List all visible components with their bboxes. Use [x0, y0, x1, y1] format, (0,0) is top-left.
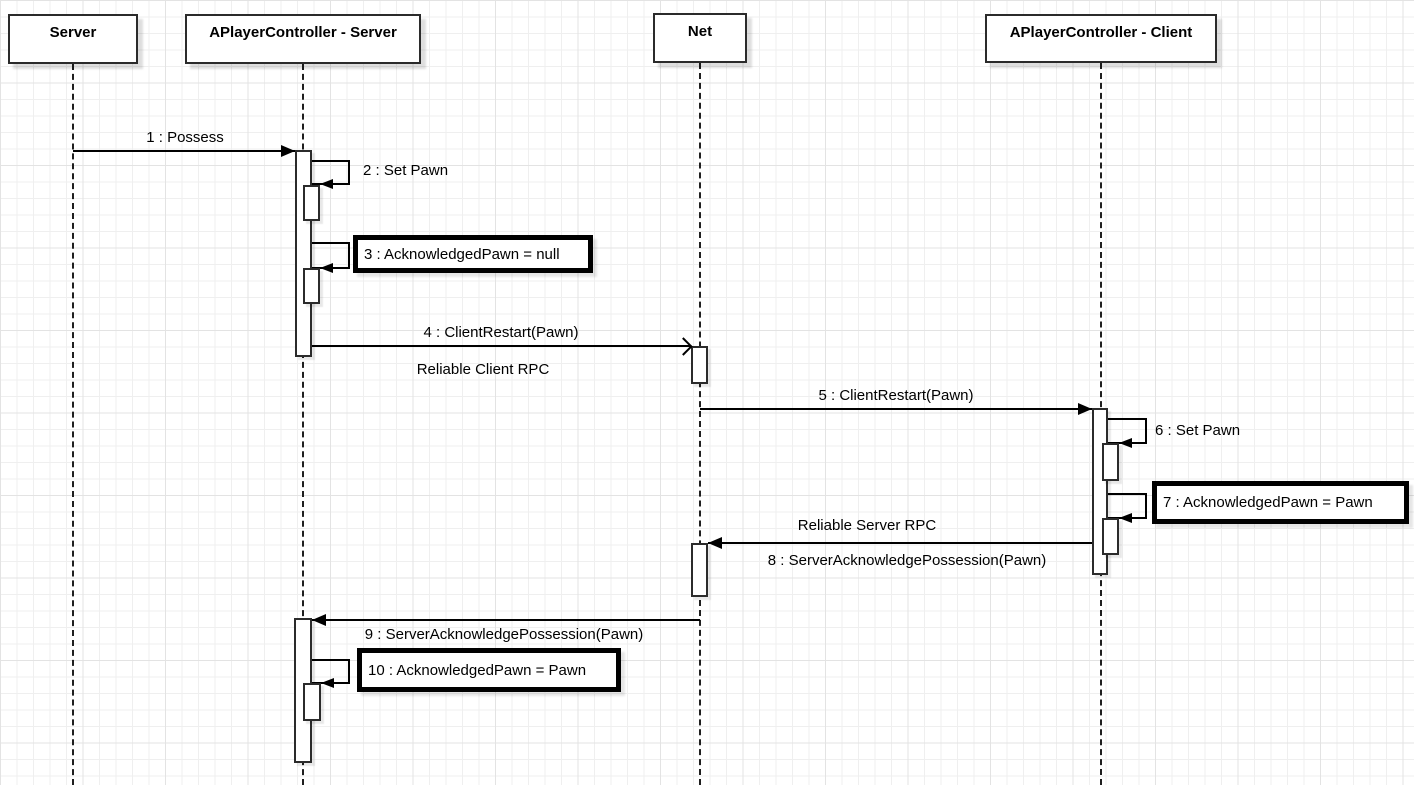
activation-apc-server-nested-1 — [303, 185, 320, 221]
activation-apc-server-2-nested — [303, 683, 321, 721]
message-2-label: 2 : Set Pawn — [363, 162, 449, 179]
activation-apc-server-nested-2 — [303, 268, 320, 304]
self-message-6-arrowhead-icon — [1119, 438, 1132, 448]
activation-apc-client-nested-1 — [1102, 443, 1119, 481]
lifeline-head-net: Net — [653, 13, 747, 63]
self-message-2-arrowhead-icon — [320, 179, 333, 189]
message-4-line — [312, 345, 691, 347]
lifeline-head-server: Server — [8, 14, 138, 64]
message-9-filled-arrowhead-icon — [312, 614, 326, 626]
message-8-label: 8 : ServerAcknowledgePossession(Pawn) — [767, 552, 1047, 569]
message-5-label: 5 : ClientRestart(Pawn) — [818, 387, 974, 404]
message-10-label: 10 : AcknowledgedPawn = Pawn — [368, 661, 587, 679]
lifeline-net — [699, 63, 701, 785]
message-8-note: Reliable Server RPC — [797, 517, 937, 534]
lifeline-head-net-label: Net — [687, 23, 713, 40]
message-9-line — [312, 619, 700, 621]
message-5-filled-arrowhead-icon — [1078, 403, 1092, 415]
message-1-filled-arrowhead-icon — [281, 145, 295, 157]
lifeline-server — [72, 64, 74, 785]
message-9-label: 9 : ServerAcknowledgePossession(Pawn) — [364, 626, 644, 643]
message-1-line — [73, 150, 295, 152]
lifeline-head-apc-client: APlayerController - Client — [985, 14, 1217, 63]
lifeline-head-apc-server: APlayerController - Server — [185, 14, 421, 64]
activation-net-2 — [691, 543, 708, 597]
self-message-3-arrowhead-icon — [320, 263, 333, 273]
state-box-3: 3 : AcknowledgedPawn = null — [353, 235, 593, 273]
message-4-open-arrowhead-icon — [674, 337, 693, 356]
lifeline-apc-server — [302, 64, 304, 785]
lifeline-head-apc-client-label: APlayerController - Client — [1009, 24, 1193, 41]
activation-apc-server-main — [295, 150, 312, 357]
self-message-10-arrowhead-icon — [321, 678, 334, 688]
message-1-label: 1 : Possess — [146, 129, 224, 146]
message-8-filled-arrowhead-icon — [708, 537, 722, 549]
message-6-label: 6 : Set Pawn — [1155, 422, 1241, 439]
message-3-label: 3 : AcknowledgedPawn = null — [364, 245, 560, 263]
state-box-10: 10 : AcknowledgedPawn = Pawn — [357, 648, 621, 692]
message-7-label: 7 : AcknowledgedPawn = Pawn — [1163, 494, 1373, 511]
activation-apc-client-nested-2 — [1102, 518, 1119, 555]
message-4-label: 4 : ClientRestart(Pawn) — [423, 324, 579, 341]
lifeline-head-apc-server-label: APlayerController - Server — [209, 24, 397, 41]
message-4-note: Reliable Client RPC — [416, 361, 550, 378]
state-box-7: 7 : AcknowledgedPawn = Pawn — [1152, 481, 1409, 524]
message-8-line — [708, 542, 1092, 544]
lifeline-head-server-label: Server — [49, 24, 97, 41]
message-5-line — [700, 408, 1092, 410]
activation-net-1 — [691, 346, 708, 384]
self-message-7-arrowhead-icon — [1119, 513, 1132, 523]
